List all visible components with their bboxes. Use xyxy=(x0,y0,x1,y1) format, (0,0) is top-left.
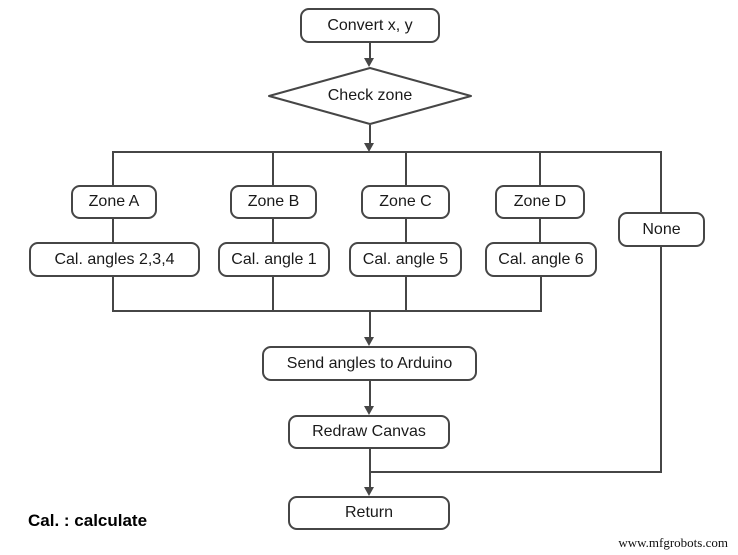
decision-diamond-shape xyxy=(268,67,472,125)
node-cal-angle-5: Cal. angle 5 xyxy=(349,242,462,277)
watermark-text: www.mfgrobots.com xyxy=(618,535,728,550)
edge-convert-to-checkzone xyxy=(369,43,371,60)
edge-branch-to-zone-d xyxy=(539,152,541,185)
edge-branch-to-zone-b xyxy=(272,152,274,185)
arrowhead-into-return xyxy=(364,487,374,496)
edge-checkzone-to-branch xyxy=(369,125,371,144)
edge-branch-to-zone-c xyxy=(405,152,407,185)
arrowhead-into-branch xyxy=(364,143,374,152)
edge-none-to-join xyxy=(660,247,662,473)
join-line xyxy=(369,471,662,473)
edge-cal-1-to-collector xyxy=(272,277,274,312)
node-redraw-canvas: Redraw Canvas xyxy=(288,415,450,449)
edge-send-to-redraw xyxy=(369,381,371,407)
node-zone-d: Zone D xyxy=(495,185,585,219)
node-send-angles: Send angles to Arduino xyxy=(262,346,477,381)
edge-cal-234-to-collector xyxy=(112,277,114,312)
edge-redraw-to-join xyxy=(369,449,371,473)
node-zone-b: Zone B xyxy=(230,185,317,219)
edge-zone-b-to-cal xyxy=(272,219,274,242)
edge-zone-c-to-cal xyxy=(405,219,407,242)
node-check-zone-decision: Check zone xyxy=(267,67,473,125)
node-convert-xy: Convert x, y xyxy=(300,8,440,43)
edge-join-to-return xyxy=(369,473,371,488)
edge-cal-6-to-collector xyxy=(540,277,542,312)
legend-cal-calculate: Cal. : calculate xyxy=(28,511,148,530)
edge-branch-to-none xyxy=(660,152,662,212)
branch-line xyxy=(112,151,662,153)
edge-collector-to-send xyxy=(369,311,371,338)
arrowhead-into-send xyxy=(364,337,374,346)
decision-label: Check zone xyxy=(327,87,413,104)
node-cal-angles-234: Cal. angles 2,3,4 xyxy=(29,242,200,277)
node-cal-angle-6: Cal. angle 6 xyxy=(485,242,597,277)
node-cal-angle-1: Cal. angle 1 xyxy=(218,242,330,277)
edge-cal-5-to-collector xyxy=(405,277,407,312)
arrowhead-into-redraw xyxy=(364,406,374,415)
arrowhead-into-checkzone xyxy=(364,58,374,67)
collector-line xyxy=(112,310,542,312)
node-none: None xyxy=(618,212,705,247)
edge-zone-d-to-cal xyxy=(539,219,541,242)
node-zone-a: Zone A xyxy=(71,185,157,219)
edge-branch-to-zone-a xyxy=(112,152,114,185)
node-zone-c: Zone C xyxy=(361,185,450,219)
edge-zone-a-to-cal xyxy=(112,219,114,242)
node-return: Return xyxy=(288,496,450,530)
